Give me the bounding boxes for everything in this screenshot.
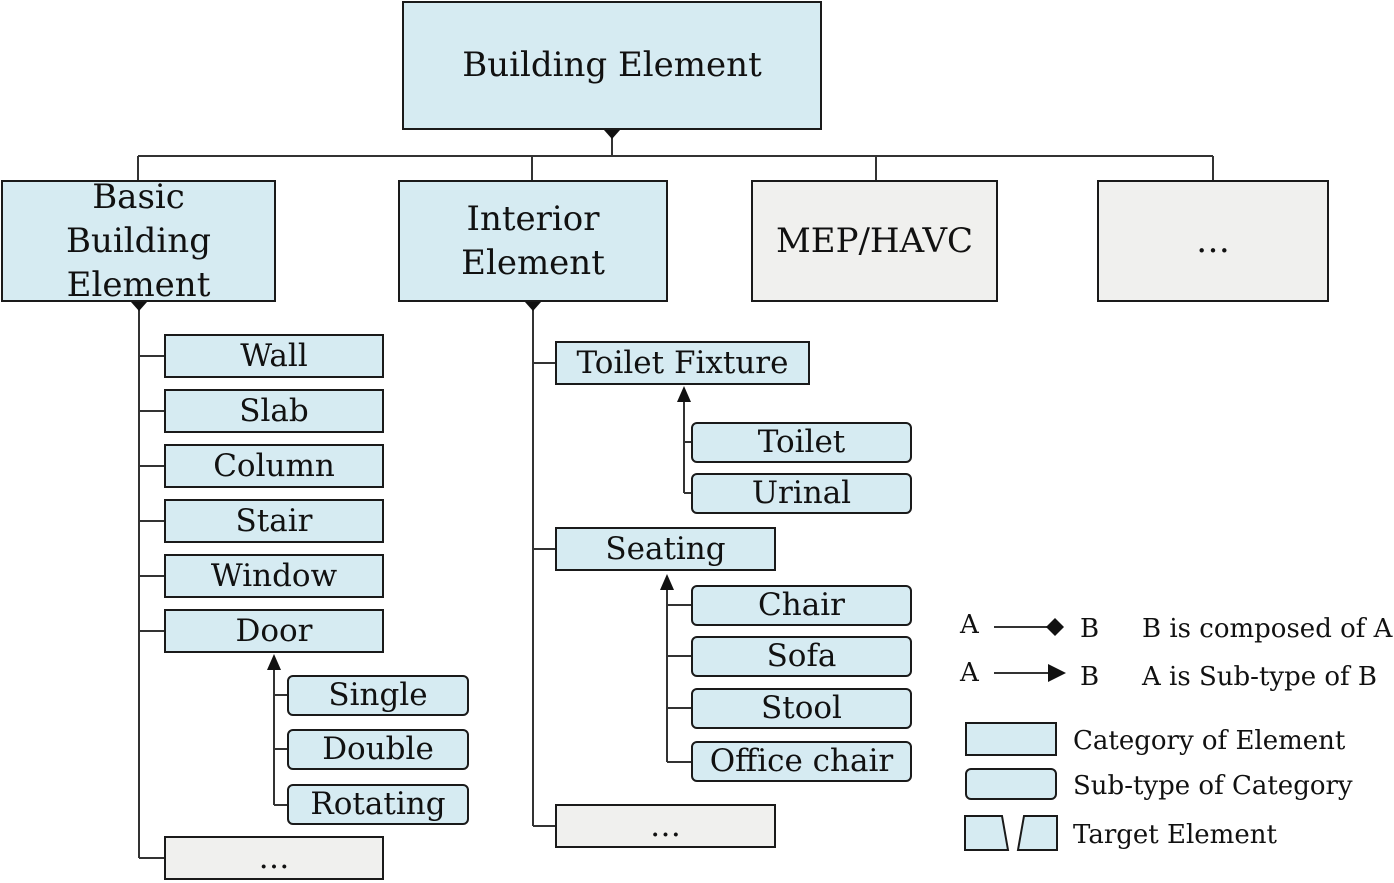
category-interior-element: Interior Element — [398, 180, 668, 302]
category-mep-havc: MEP/HAVC — [751, 180, 998, 302]
root-label: Building Element — [462, 45, 762, 86]
node-label: Window — [210, 557, 338, 594]
category-more-label: … — [1196, 220, 1230, 261]
legend-subtype-text: A is Sub-type of B — [1142, 662, 1378, 692]
subtype-double: Double — [287, 729, 469, 770]
node-window: Window — [164, 554, 384, 598]
node-label: Stair — [235, 502, 313, 539]
subtype-label: Sofa — [766, 638, 837, 674]
subtype-single: Single — [287, 675, 469, 716]
node-label: Column — [213, 447, 335, 484]
legend-subtype-b: B — [1080, 662, 1100, 692]
node-label: … — [650, 807, 681, 844]
node-label: Door — [235, 612, 313, 649]
legend-target-text: Target Element — [1073, 820, 1277, 850]
subtype-label: Toilet — [757, 424, 846, 460]
legend-subcategory-text: Sub-type of Category — [1073, 771, 1353, 801]
legend-composed-a: A — [960, 610, 979, 640]
node-wall: Wall — [164, 334, 384, 378]
subtype-label: Urinal — [751, 475, 852, 511]
node-label: Slab — [239, 392, 309, 429]
subtype-label: Single — [328, 677, 428, 713]
legend-category-text: Category of Element — [1073, 726, 1346, 756]
node-slab: Slab — [164, 389, 384, 433]
legend-subtype-a: A — [960, 658, 979, 688]
subtype-label: Double — [322, 731, 434, 767]
subtype-office-chair: Office chair — [691, 741, 912, 782]
subtype-stool: Stool — [691, 688, 912, 729]
node-toilet-fixture: Toilet Fixture — [555, 341, 810, 385]
subtype-urinal: Urinal — [691, 473, 912, 514]
node-basic-more: … — [164, 836, 384, 880]
subtype-toilet: Toilet — [691, 422, 912, 463]
subtype-chair: Chair — [691, 585, 912, 626]
root-building-element: Building Element — [402, 1, 822, 130]
subtype-sofa: Sofa — [691, 636, 912, 677]
subtype-label: Office chair — [709, 743, 894, 779]
legend-composed-text: B is composed of A — [1142, 614, 1393, 644]
category-basic-label: Basic Building Element — [66, 176, 211, 306]
node-label: … — [258, 839, 290, 876]
legend-subcategory-swatch — [965, 768, 1057, 800]
category-mep-label: MEP/HAVC — [775, 220, 974, 261]
legend-composed-b: B — [1080, 614, 1100, 644]
node-door: Door — [164, 609, 384, 653]
node-interior-more: … — [555, 804, 776, 848]
node-label: Wall — [240, 337, 308, 374]
subtype-label: Stool — [761, 690, 842, 726]
category-more: … — [1097, 180, 1329, 302]
category-basic-building-element: Basic Building Element — [1, 177, 276, 305]
node-column: Column — [164, 444, 384, 488]
node-label: Seating — [605, 530, 726, 567]
node-seating: Seating — [555, 527, 776, 571]
node-stair: Stair — [164, 499, 384, 543]
subtype-label: Chair — [758, 587, 845, 623]
subtype-rotating: Rotating — [287, 784, 469, 825]
legend-category-swatch — [965, 722, 1057, 756]
node-label: Toilet Fixture — [576, 344, 789, 381]
subtype-label: Rotating — [310, 786, 446, 822]
legend-target-swatch — [964, 815, 1058, 851]
category-interior-label: Interior Element — [461, 198, 605, 283]
